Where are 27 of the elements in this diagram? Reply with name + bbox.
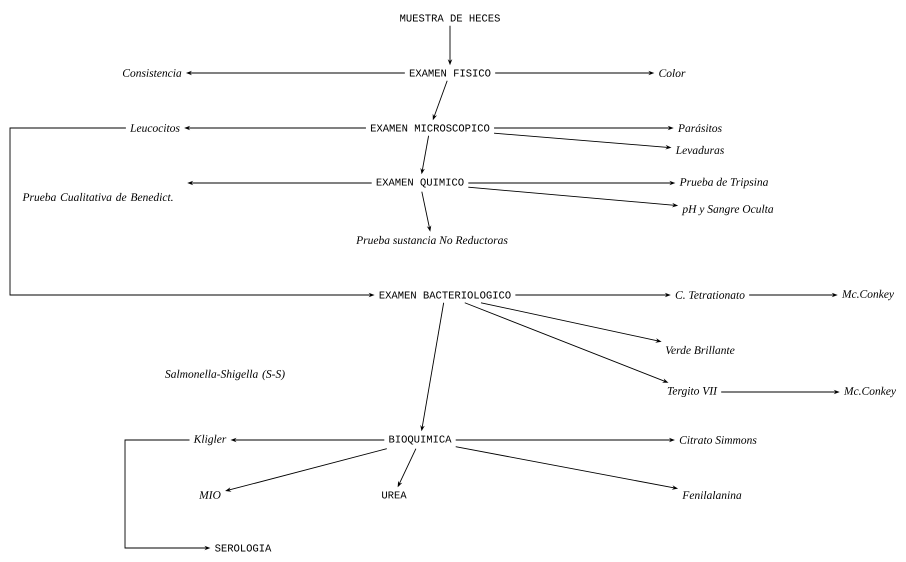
result-label: Prueba Cualitativa de Benedict. bbox=[22, 192, 172, 202]
result-label: Citrato Simmons bbox=[680, 436, 756, 444]
result-label: pH y Sangre Oculta bbox=[682, 204, 774, 216]
step-label: EXAMEN QUIMICO bbox=[376, 178, 464, 188]
result-label: C. Tetrationato bbox=[676, 291, 745, 299]
result-label: Mc.Conkey bbox=[842, 290, 894, 300]
result-label: Mc.Conkey bbox=[844, 386, 896, 398]
step-label: EXAMEN BACTERIOLOGICO bbox=[380, 291, 511, 299]
step-label: EXAMEN MICROSCOPICO bbox=[370, 124, 490, 132]
result-label: Parásitos bbox=[678, 124, 722, 132]
result-label: Prueba de Tripsina bbox=[680, 178, 768, 188]
step-label: EXAMEN FISICO bbox=[410, 69, 490, 77]
result-label: MIO bbox=[199, 491, 221, 499]
note-label: Salmonella-Shigella (S-S) bbox=[165, 370, 285, 380]
result-label: Leucocitos bbox=[130, 124, 180, 132]
result-label: Levaduras bbox=[676, 146, 724, 154]
result-label: Color bbox=[659, 68, 686, 78]
result-label: Consistencia bbox=[122, 69, 182, 77]
step-label: MUESTRA DE HECES bbox=[400, 14, 500, 22]
step-label: UREA bbox=[382, 491, 407, 498]
result-label: Tergito VII bbox=[668, 386, 718, 398]
result-label: Verde Brillante bbox=[666, 346, 734, 354]
step-label: SEROLOGIA bbox=[215, 544, 272, 552]
result-label: Prueba sustancia No Reductoras bbox=[356, 236, 508, 244]
result-label: Kligler bbox=[194, 434, 226, 446]
result-label: Fenilalanina bbox=[682, 490, 742, 500]
step-label: BIOQUIMICA bbox=[389, 435, 452, 444]
